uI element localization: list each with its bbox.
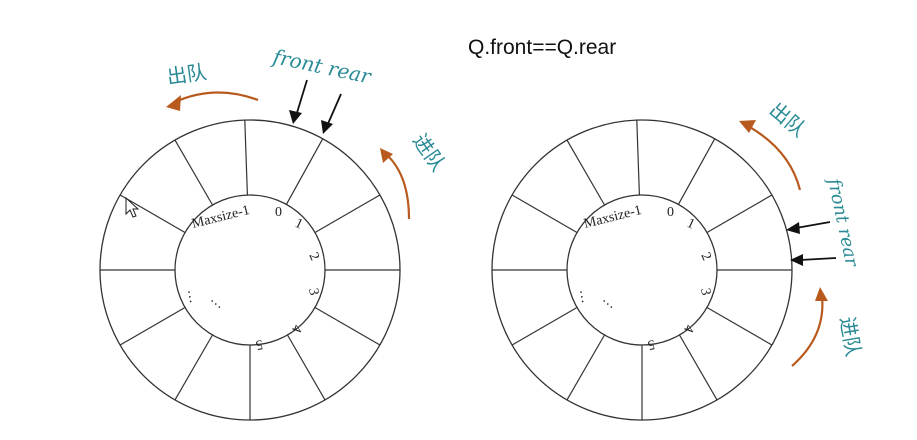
right-index-3: 3 xyxy=(697,287,713,296)
right-index-4: 4 xyxy=(680,323,696,335)
left-index-5: 5 xyxy=(254,336,263,352)
left-slot-divider xyxy=(285,138,324,205)
left-slot-divider xyxy=(286,334,326,401)
right-index-5: 5 xyxy=(646,336,655,352)
left-slot-divider xyxy=(314,194,381,234)
right-maxsize-label: Maxsize-1 xyxy=(582,203,643,232)
right-dequeue-arc xyxy=(747,125,802,191)
right-slot-divider xyxy=(511,194,578,234)
left-rear-arrow xyxy=(326,93,342,127)
left-rear-arrowhead xyxy=(321,120,333,134)
condition-label: Q.front==Q.rear xyxy=(468,36,616,59)
right-enqueue-arc xyxy=(791,295,824,367)
right-front-arrowhead xyxy=(786,222,800,234)
right-index-0: 0 xyxy=(667,205,674,220)
right-spokes xyxy=(492,120,792,420)
left-index-2: 2 xyxy=(305,250,322,263)
right-ellipsis-2: … xyxy=(599,292,619,312)
left-front-arrowhead xyxy=(289,110,302,124)
left-slot-divider xyxy=(314,306,381,346)
left-front-arrow xyxy=(295,79,308,117)
right-slot-divider xyxy=(706,194,773,234)
left-circular-queue: Maxsize-1 0 1 2 3 4 5 … … front rear 出队 … xyxy=(99,44,451,421)
left-dequeue-label: 出队 xyxy=(165,60,208,89)
left-maxsize-label: Maxsize-1 xyxy=(190,203,251,232)
left-index-4: 4 xyxy=(288,323,304,335)
right-dequeue-arrowhead xyxy=(739,120,756,133)
left-dequeue-arrowhead xyxy=(166,95,181,111)
right-dequeue-label: 出队 xyxy=(765,97,811,141)
left-pointer-label: front rear xyxy=(269,44,374,89)
right-index-2: 2 xyxy=(697,250,714,263)
right-enqueue-arrowhead xyxy=(815,287,828,301)
right-index-1: 1 xyxy=(684,216,697,233)
left-slot-divider xyxy=(244,120,248,196)
left-slot-divider xyxy=(119,306,186,346)
left-enqueue-label: 进队 xyxy=(408,129,451,176)
left-ellipsis-2: … xyxy=(207,292,227,312)
right-slot-divider xyxy=(636,120,640,196)
right-slot-divider xyxy=(678,334,718,401)
left-enqueue-arc xyxy=(386,154,411,220)
left-slot-divider xyxy=(119,194,186,234)
left-slot-divider xyxy=(174,139,214,206)
left-index-3: 3 xyxy=(305,287,321,296)
left-enqueue-arrowhead xyxy=(380,148,393,163)
right-circular-queue: Maxsize-1 0 1 2 3 4 5 … … front rear 出队 … xyxy=(491,97,866,421)
right-slot-divider xyxy=(677,138,716,205)
right-slot-divider xyxy=(566,139,606,206)
right-slot-divider xyxy=(511,306,578,346)
right-rear-arrowhead xyxy=(790,254,803,266)
right-front-arrow xyxy=(795,221,831,229)
left-dequeue-arc xyxy=(174,91,259,104)
right-slot-divider xyxy=(706,306,773,346)
right-slot-divider xyxy=(566,334,606,401)
left-ellipsis-1: … xyxy=(184,288,201,304)
right-rear-arrow xyxy=(799,257,837,261)
mouse-pointer-icon xyxy=(125,196,140,218)
left-spokes xyxy=(100,120,400,420)
left-slot-divider xyxy=(174,334,214,401)
left-index-0: 0 xyxy=(275,205,282,220)
right-ellipsis-1: … xyxy=(576,288,593,304)
right-enqueue-label: 进队 xyxy=(835,315,866,359)
left-index-1: 1 xyxy=(292,216,305,233)
